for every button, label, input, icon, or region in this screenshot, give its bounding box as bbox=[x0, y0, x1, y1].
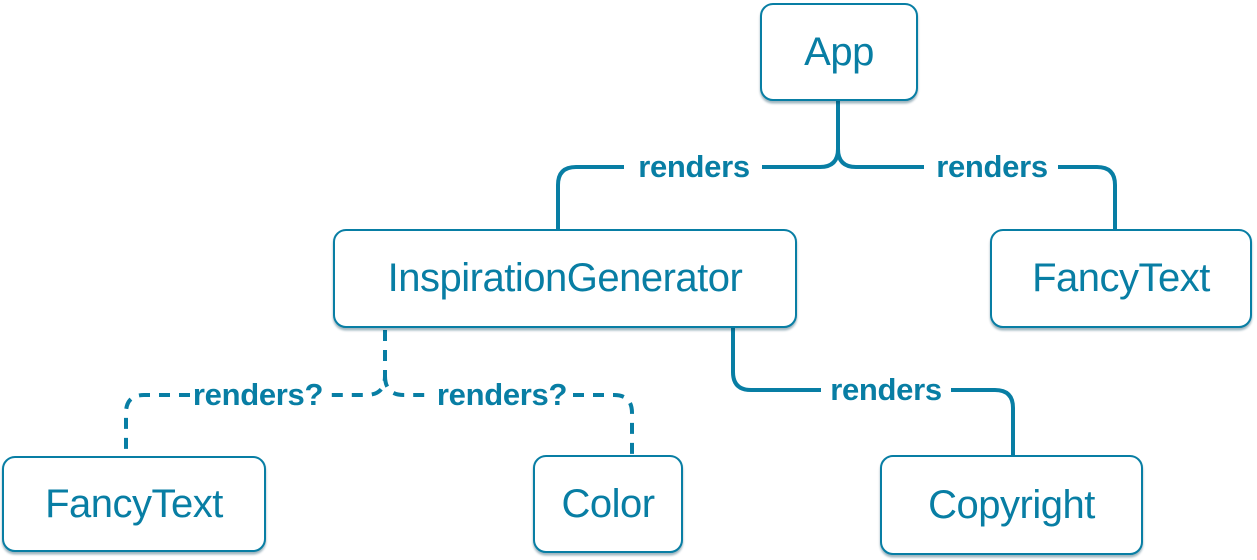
node-copyright-label: Copyright bbox=[928, 482, 1095, 527]
edge-inspirationgenerator-copyright bbox=[731, 328, 1015, 455]
node-color-label: Color bbox=[561, 481, 655, 526]
node-app-label: App bbox=[804, 29, 874, 74]
edge-label-renders-app-fancytext: renders bbox=[936, 149, 1048, 184]
node-inspiration-generator: InspirationGenerator bbox=[333, 229, 797, 328]
edge-inspirationgenerator-color bbox=[383, 375, 634, 455]
node-color: Color bbox=[533, 455, 683, 553]
edge-label-renders-app-inspirationgenerator: renders bbox=[638, 149, 750, 184]
edge-label-renders-maybe-fancytext: renders? bbox=[192, 377, 324, 412]
edge-label-renders-maybe-color: renders? bbox=[436, 377, 568, 412]
node-copyright: Copyright bbox=[880, 455, 1143, 555]
edge-label-renders-copyright: renders bbox=[830, 372, 942, 407]
node-app: App bbox=[760, 3, 918, 101]
node-fancytext-top: FancyText bbox=[990, 229, 1252, 328]
node-inspiration-generator-label: InspirationGenerator bbox=[387, 256, 743, 300]
node-fancytext-bottom-label: FancyText bbox=[45, 481, 223, 526]
node-fancytext-bottom: FancyText bbox=[2, 456, 266, 552]
node-fancytext-top-label: FancyText bbox=[1032, 256, 1210, 300]
edge-app-fancytext bbox=[836, 100, 1117, 229]
